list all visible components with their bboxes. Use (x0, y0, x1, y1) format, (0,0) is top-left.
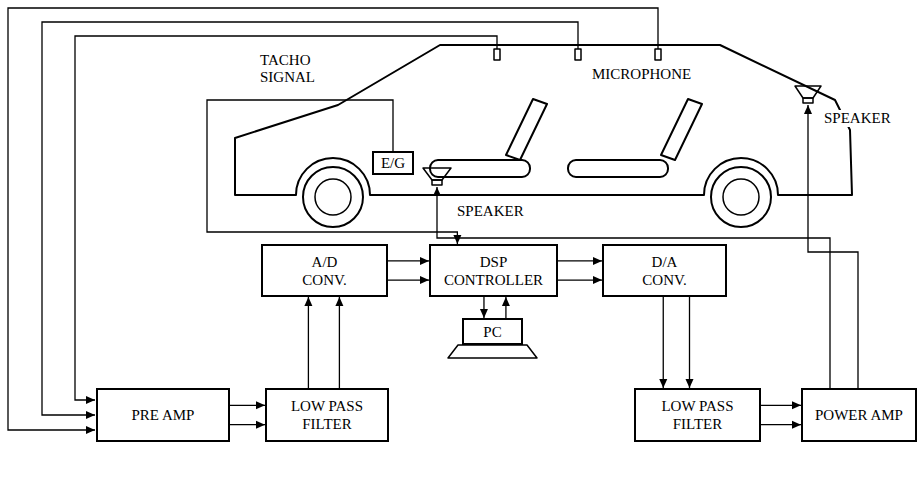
rear-wheel (711, 167, 771, 227)
speaker-wire (808, 105, 858, 388)
converter-box: A/D CONV. (261, 244, 388, 297)
front-seat-back (506, 99, 547, 160)
front-wheel (303, 167, 363, 227)
microphone-wire (42, 22, 578, 415)
microphone-symbol (655, 49, 661, 60)
signal-arrow (388, 279, 429, 280)
filter-box: LOW PASS FILTER (265, 388, 389, 442)
microphone-wire (8, 8, 658, 430)
signal-arrow (663, 297, 664, 388)
signal-arrow (558, 279, 602, 280)
signal-arrow (339, 297, 340, 388)
rear-seat-cushion (568, 160, 668, 177)
signal-arrow (388, 260, 429, 261)
speaker-symbol (803, 98, 813, 103)
engine-box: E/G (372, 151, 414, 175)
signal-arrow (230, 424, 265, 425)
signal-arrow (505, 297, 506, 318)
signal-arrow (761, 405, 801, 406)
signal-arrow (483, 297, 484, 318)
speaker-symbol (795, 86, 821, 98)
laptop-base (448, 345, 537, 358)
microphone-symbol (575, 49, 581, 60)
signal-arrow (308, 297, 309, 388)
converter-box: D/A CONV. (602, 244, 727, 297)
box-text: PC (483, 323, 501, 341)
signal-label: TACHO SIGNAL (258, 52, 340, 87)
speaker-symbol (423, 168, 451, 180)
signal-arrow (761, 424, 801, 425)
microphone-label: MICROPHONE (590, 66, 693, 83)
box-text: DSP CONTROLLER (441, 253, 546, 289)
controller-box: DSP CONTROLLER (429, 244, 558, 297)
box-text: POWER AMP (815, 406, 903, 424)
box-text: D/A CONV. (640, 253, 690, 289)
speaker-label: SPEAKER (455, 203, 526, 220)
pc-screen: PC (462, 318, 523, 345)
speaker-symbol (432, 180, 442, 185)
filter-box: LOW PASS FILTER (634, 388, 761, 442)
microphone-symbol (494, 49, 500, 60)
signal-arrow (558, 260, 602, 261)
box-text: LOW PASS FILTER (285, 397, 370, 433)
speaker-wire (437, 187, 830, 388)
amplifier-box: POWER AMP (801, 388, 917, 442)
box-text: E/G (381, 154, 405, 172)
speaker-label: SPEAKER (822, 110, 893, 127)
signal-arrow (689, 297, 690, 388)
signal-arrow (230, 405, 265, 406)
amplifier-box: PRE AMP (96, 388, 230, 442)
box-text: LOW PASS FILTER (655, 397, 740, 433)
box-text: PRE AMP (132, 406, 195, 424)
box-text: A/D CONV. (300, 253, 350, 289)
front-wheel-hub (315, 179, 351, 215)
microphone-wire (75, 36, 497, 400)
signal-arrow (207, 100, 457, 244)
rear-seat-back (661, 99, 702, 160)
rear-wheel-hub (723, 179, 759, 215)
